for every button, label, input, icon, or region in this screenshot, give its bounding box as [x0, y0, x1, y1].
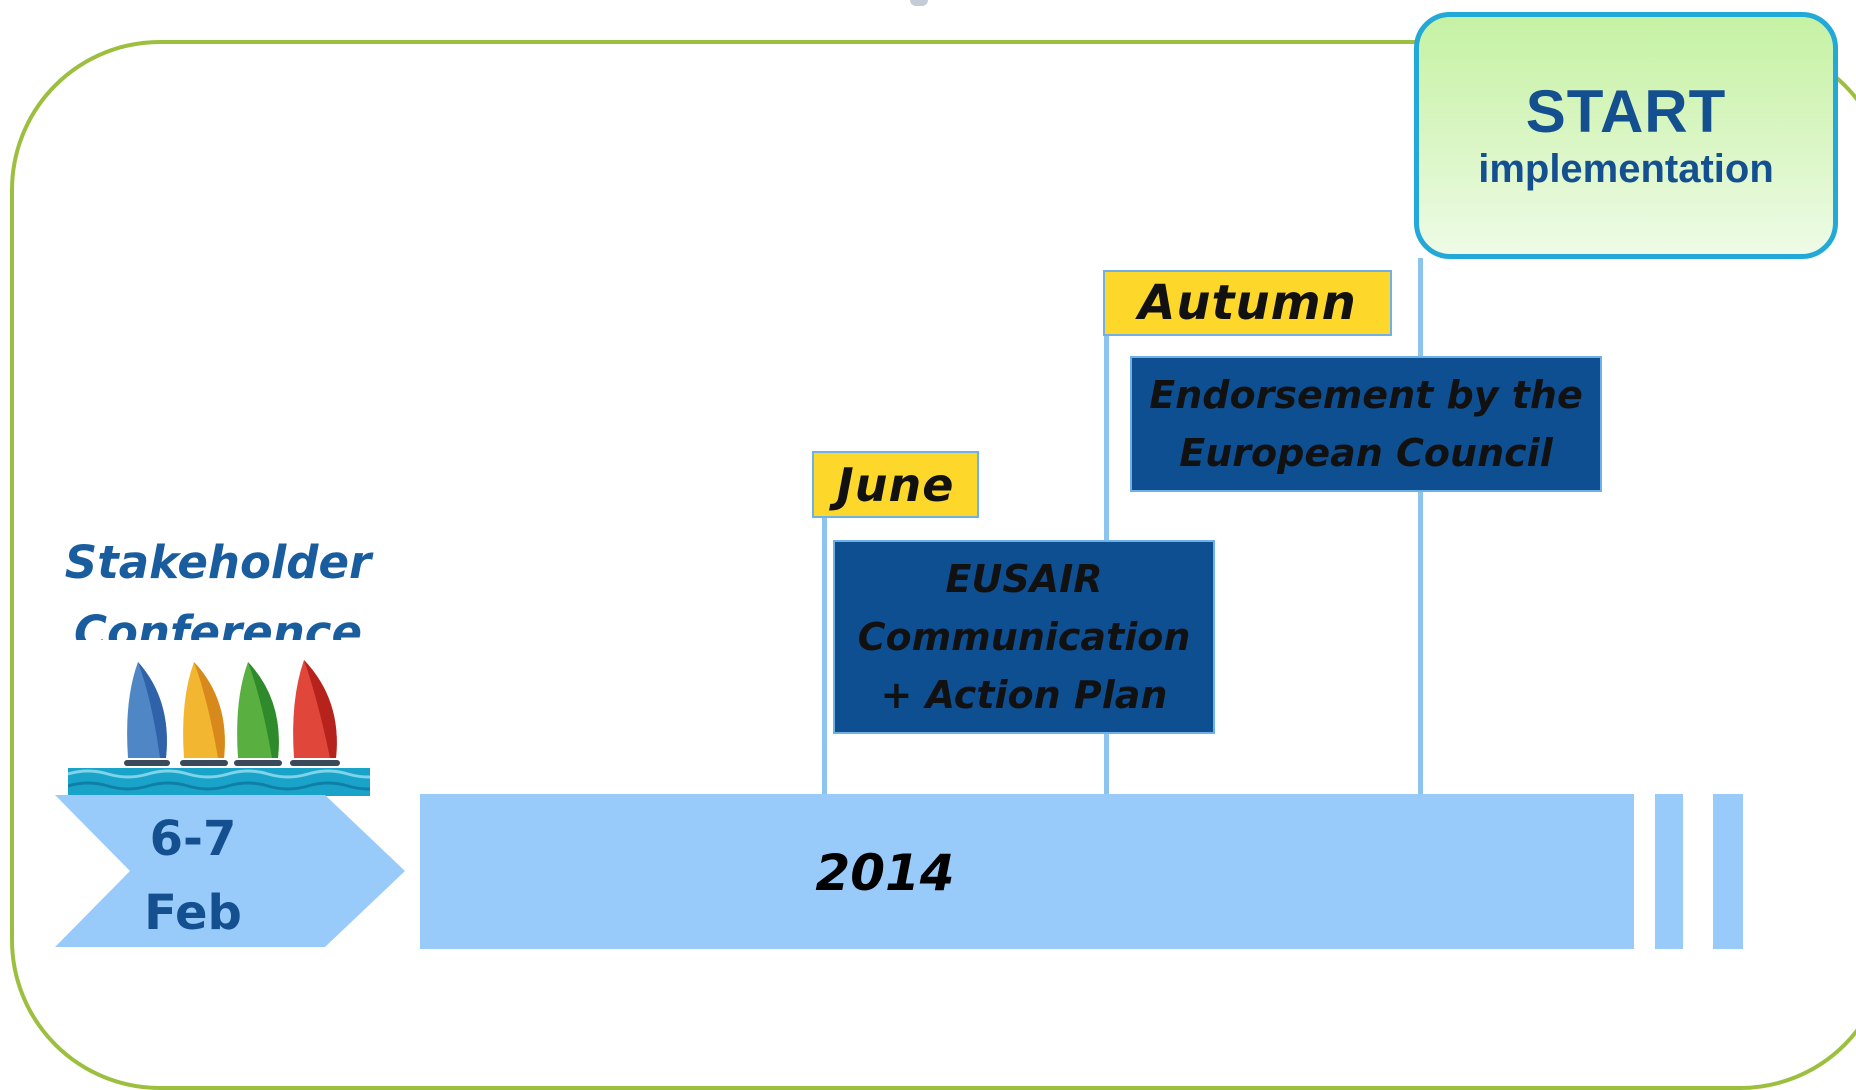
start-connector-line [1418, 258, 1423, 794]
title-fragment [910, 0, 928, 6]
eusair-line-1: EUSAIR [945, 557, 1103, 601]
timeline-bar-segment [1655, 794, 1683, 949]
date-line-2: Feb [144, 885, 242, 941]
june-tag-label: June [836, 457, 955, 512]
timeline-bar-segment [1713, 794, 1743, 949]
endorsement-line-2: European Council [1179, 431, 1553, 475]
sailboats-logo [68, 640, 370, 796]
june-tag: June [812, 451, 979, 518]
eusair-line-2: Communication [857, 615, 1191, 659]
start-subtitle: implementation [1478, 146, 1774, 191]
stakeholder-line-1: Stakeholder [64, 536, 372, 589]
date-line-1: 6-7 [149, 811, 237, 867]
eusair-line-3: + Action Plan [880, 673, 1168, 717]
autumn-tag-label: Autumn [1138, 275, 1357, 331]
start-implementation-box: START implementation [1414, 12, 1838, 259]
start-title: START [1525, 77, 1727, 145]
year-label: 2014 [815, 844, 955, 902]
june-connector-line [822, 516, 827, 794]
timeline-bar [420, 794, 1634, 949]
endorsement-line-1: Endorsement by the [1149, 373, 1583, 417]
autumn-tag: Autumn [1103, 270, 1392, 336]
eusair-box: EUSAIR Communication + Action Plan [833, 540, 1215, 734]
conference-date: 6-7 Feb [128, 802, 258, 950]
date-arrow [55, 795, 405, 947]
endorsement-box: Endorsement by the European Council [1130, 356, 1602, 492]
